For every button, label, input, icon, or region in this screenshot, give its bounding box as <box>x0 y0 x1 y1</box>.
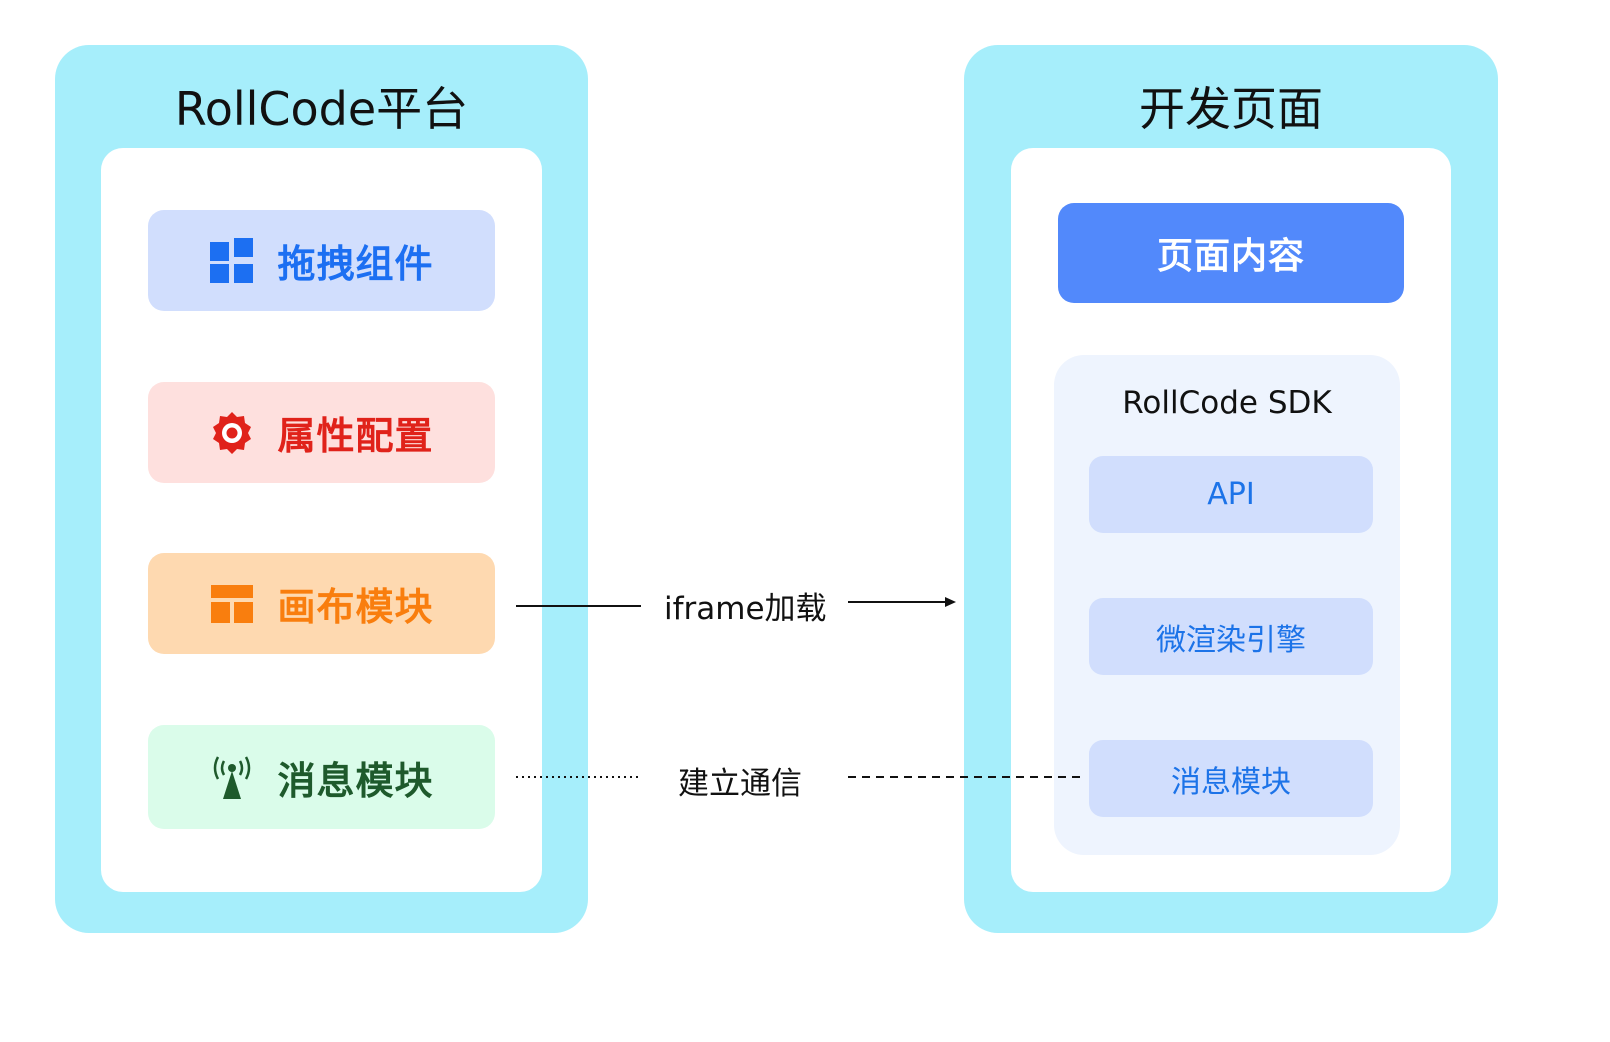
canvas-module-label: 画布模块 <box>277 585 434 629</box>
grid-icon <box>210 237 254 283</box>
establish-communication-label: 建立通信 <box>678 766 802 802</box>
rollcode-sdk-title: RollCode SDK <box>1122 385 1332 421</box>
iframe-load-arrowhead <box>945 597 956 607</box>
sdk-api-label: API <box>1207 477 1255 512</box>
gear-icon <box>213 411 252 454</box>
rollcode-platform-title: RollCode平台 <box>174 82 469 136</box>
iframe-load-label: iframe加载 <box>664 591 827 627</box>
layout-icon <box>211 584 254 623</box>
message-module-label: 消息模块 <box>277 758 434 803</box>
canvas-module-card[interactable]: 画布模块 <box>148 553 495 654</box>
drag-components-card[interactable]: 拖拽组件 <box>148 210 495 311</box>
sdk-message-module-label: 消息模块 <box>1171 764 1291 800</box>
page-content-card[interactable]: 页面内容 <box>1058 203 1404 303</box>
sdk-micro-render-engine-item[interactable]: 微渲染引擎 <box>1089 598 1373 675</box>
property-config-card[interactable]: 属性配置 <box>148 382 495 483</box>
signal-tower-icon <box>214 756 251 799</box>
page-content-label: 页面内容 <box>1156 236 1305 277</box>
sdk-message-module-item[interactable]: 消息模块 <box>1089 740 1373 817</box>
property-config-label: 属性配置 <box>277 414 434 458</box>
dev-page-title: 开发页面 <box>1139 82 1323 136</box>
sdk-micro-render-engine-label: 微渲染引擎 <box>1156 622 1306 658</box>
drag-components-label: 拖拽组件 <box>277 242 434 286</box>
message-module-card[interactable]: 消息模块 <box>148 725 495 829</box>
sdk-api-item[interactable]: API <box>1089 456 1373 533</box>
